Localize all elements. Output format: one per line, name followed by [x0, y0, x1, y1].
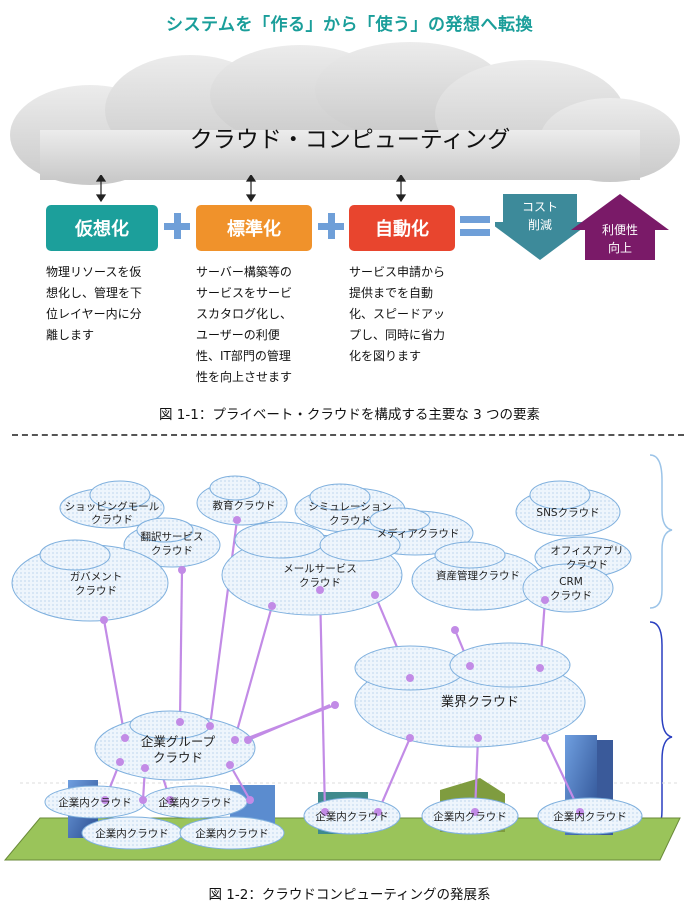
simulation-label-1: シミュレーション — [308, 501, 392, 513]
figure-caption-1: 図 1-1：プライベート・クラウドを構成する主要な 3 つの要素 — [158, 407, 540, 423]
virtualization-box: 仮想化 — [46, 205, 158, 251]
government-label-2: クラウド — [75, 585, 117, 597]
internal-label-3: 企業内クラウド — [95, 827, 169, 840]
group-label-1: 企業グループ — [141, 734, 216, 749]
cloud-sns — [515, 480, 621, 537]
cloud-internal-7 — [537, 797, 643, 835]
cloud-government — [11, 539, 169, 622]
cloud-group — [94, 710, 256, 781]
internal-label-7: 企業内クラウド — [553, 810, 627, 823]
sns-label: SNSクラウド — [536, 507, 599, 519]
cost-line2: 削減 — [528, 217, 552, 232]
internal-label-2: 企業内クラウド — [158, 796, 232, 809]
convenience-line1: 利便性 — [602, 223, 638, 237]
equals-icon — [460, 214, 490, 238]
cloud-asset — [411, 541, 543, 611]
internal-label-1: 企業内クラウド — [58, 796, 132, 809]
automation-box: 自動化 — [349, 205, 455, 251]
office-label-1: オフィスアプリ — [550, 545, 623, 557]
crm-label-2: クラウド — [550, 590, 592, 602]
virtualization-description: 物理リソースを仮 想化し、管理を下 位レイヤー内に分 離します — [46, 265, 143, 342]
office-label-2: クラウド — [566, 559, 608, 571]
plus-icon — [318, 213, 344, 239]
cloud-computing-label: クラウド・コンピューティング — [189, 127, 511, 153]
cloud-mail — [221, 521, 403, 616]
figure-caption-2: 図 1-2：クラウドコンピューティングの発展系 — [208, 887, 491, 903]
mail-label-2: クラウド — [299, 577, 341, 589]
brace-upper — [649, 454, 673, 609]
asset-label: 資産管理クラウド — [436, 569, 520, 582]
convenience-line2: 向上 — [608, 240, 632, 255]
plus-icon — [164, 213, 190, 239]
cloud-internal-4 — [179, 816, 285, 850]
page-title: システムを「作る」から「使う」の発想へ転換 — [166, 15, 533, 35]
media-label: メディアクラウド — [377, 527, 460, 540]
cloud-education — [196, 475, 288, 526]
simulation-label-2: クラウド — [329, 515, 371, 527]
connection-dots — [100, 516, 584, 816]
cloud-translation — [123, 517, 221, 568]
shopping-label-1: ショッピングモール — [65, 500, 160, 513]
divider — [12, 434, 684, 436]
shopping-label-2: クラウド — [91, 514, 133, 526]
cloud-shopping — [59, 480, 165, 529]
translation-label-1: 翻訳サービス — [141, 530, 204, 543]
internal-label-6: 企業内クラウド — [433, 810, 507, 823]
result-arrows: コスト 削減 利便性 向上 — [495, 194, 669, 260]
education-label: 教育クラウド — [213, 499, 276, 512]
cloud-internal-6 — [421, 797, 519, 835]
automation-description: サービス申請から 提供までを自動 化、スピードアッ プし、同時に省力 化を図りま… — [349, 265, 446, 363]
brace-lower — [649, 621, 673, 833]
industry-label: 業界クラウド — [441, 694, 519, 710]
standardization-description: サーバー構築等の サービスをサービ スカタログ化し、 ユーザーの利便 性、IT部… — [196, 265, 293, 384]
mail-label-1: メールサービス — [283, 563, 357, 575]
big-cloud-shape — [10, 42, 680, 185]
government-label-1: ガバメント — [70, 571, 123, 583]
translation-label-2: クラウド — [151, 545, 193, 557]
cloud-evolution-diagram: ショッピングモール クラウド 教育クラウド シミュレーション クラウド SNSク… — [3, 454, 681, 861]
internal-label-5: 企業内クラウド — [315, 810, 389, 823]
cloud-crm — [522, 563, 614, 613]
group-label-2: クラウド — [153, 750, 203, 765]
standardization-box: 標準化 — [196, 205, 312, 251]
clouds — [11, 475, 643, 850]
internal-label-4: 企業内クラウド — [195, 827, 269, 840]
cloud-internal-5 — [303, 797, 401, 835]
connector-arrows — [95, 175, 407, 203]
cost-line1: コスト — [522, 200, 558, 214]
crm-label-1: CRM — [559, 576, 583, 588]
